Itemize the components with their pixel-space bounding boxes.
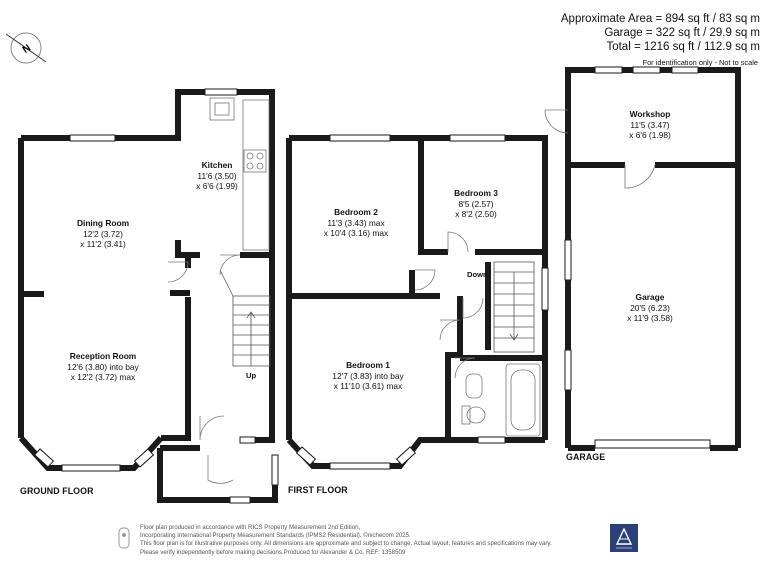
- total-area: Total = 1216 sq ft / 112.9 sq m: [606, 41, 760, 53]
- stairs-up-label: Up: [246, 371, 257, 380]
- room-bedroom1: Bedroom 1 12'7 (3.83) into bay x 11'10 (…: [332, 360, 403, 392]
- ground-floor-windows: [33, 88, 279, 504]
- stairs-down-label: Down: [467, 270, 488, 279]
- room-bedroom2-dim1: 11'3 (3.43) max: [327, 217, 385, 228]
- room-bedroom2-name: Bedroom 2: [334, 207, 378, 217]
- footer-line: Incorporating International Property Mea…: [140, 532, 411, 540]
- scale-note: For identification only - Not to scale: [642, 58, 758, 67]
- room-reception-name: Reception Room: [69, 351, 137, 361]
- room-bedroom1-dim1: 12'7 (3.83) into bay: [332, 370, 404, 381]
- room-reception-dim2: x 12'2 (3.72) max: [70, 372, 136, 382]
- footer-disclaimer: Floor plan produced in accordance with R…: [140, 524, 552, 557]
- room-garage-dim2: x 11'9 (3.58): [627, 313, 673, 323]
- approximate-area: Approximate Area = 894 sq ft / 83 sq m: [560, 13, 760, 25]
- first-floor-walls: [286, 135, 548, 469]
- ground-floor-label: GROUND FLOOR: [20, 486, 94, 496]
- room-bedroom2-dim2: x 10'4 (3.16) max: [323, 228, 389, 238]
- room-kitchen-dim2: x 6'6 (1.99): [196, 181, 238, 191]
- room-reception-dim1: 12'6 (3.80) into bay: [67, 361, 139, 372]
- ground-floor-walls: [18, 89, 278, 503]
- room-bedroom3-name: Bedroom 3: [454, 188, 498, 198]
- compass-icon: N: [5, 32, 47, 64]
- room-dining: Dining Room 12'2 (3.72) x 11'2 (3.41): [77, 218, 129, 250]
- room-kitchen: Kitchen 11'6 (3.50) x 6'6 (1.99): [196, 160, 238, 192]
- room-bedroom3: Bedroom 3 8'5 (2.57) x 8'2 (2.50): [454, 188, 498, 220]
- footer-line: This floor plan is for illustrative purp…: [140, 540, 552, 548]
- first-floor-doors: [414, 231, 484, 379]
- garage-doors: [544, 109, 656, 189]
- room-dining-dim1: 12'2 (3.72): [83, 228, 123, 239]
- kitchen-fittings: [209, 97, 270, 251]
- room-dining-name: Dining Room: [76, 218, 130, 228]
- room-kitchen-dim1: 11'6 (3.50): [197, 170, 237, 181]
- room-garage-dim1: 20'5 (6.23): [630, 302, 670, 313]
- room-bedroom1-dim2: x 11'10 (3.61) max: [333, 381, 403, 391]
- room-garage: Garage 20'5 (6.23) x 11'9 (3.58): [627, 292, 673, 324]
- room-dining-dim2: x 11'2 (3.41): [80, 239, 126, 249]
- room-garage-name: Garage: [635, 292, 665, 302]
- ground-doors: [167, 254, 241, 484]
- garage-walls: [565, 67, 741, 451]
- room-kitchen-name: Kitchen: [201, 160, 233, 170]
- footer-line: Please verify independently before makin…: [140, 548, 406, 556]
- bathroom-fittings: [461, 363, 541, 437]
- room-bedroom3-dim2: x 8'2 (2.50): [455, 209, 497, 219]
- first-floor-stairs: [493, 261, 535, 353]
- room-bedroom1-name: Bedroom 1: [346, 360, 390, 370]
- footer-line: Floor plan produced in accordance with R…: [140, 524, 361, 531]
- ground-stairs: [219, 269, 271, 367]
- room-bedroom3-dim1: 8'5 (2.57): [458, 198, 494, 209]
- first-floor-windows: [295, 134, 549, 470]
- garage-floor-label: GARAGE: [566, 452, 606, 462]
- room-workshop: Workshop 11'5 (3.47) x 6'6 (1.98): [629, 109, 671, 141]
- room-reception: Reception Room 12'6 (3.80) into bay x 12…: [67, 351, 138, 383]
- room-workshop-dim1: 11'5 (3.47): [630, 119, 670, 130]
- garage-windows: [564, 66, 711, 449]
- room-bedroom2: Bedroom 2 11'3 (3.43) max x 10'4 (3.16) …: [324, 207, 388, 239]
- agent-logo-icon: [610, 524, 638, 552]
- first-floor-label: FIRST FLOOR: [288, 485, 348, 495]
- room-workshop-dim2: x 6'6 (1.98): [629, 130, 671, 140]
- room-workshop-name: Workshop: [629, 109, 671, 119]
- compass-letter: N: [21, 43, 33, 56]
- garage-area: Garage = 322 sq ft / 29.9 sq m: [604, 27, 760, 39]
